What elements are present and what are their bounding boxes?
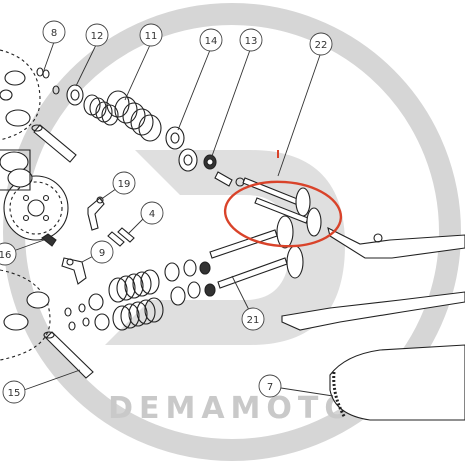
svg-text:14: 14 <box>205 36 218 47</box>
watermark-ring <box>3 3 461 461</box>
valve-intake-middle <box>209 215 294 259</box>
svg-text:21: 21 <box>247 315 260 326</box>
valve-keepers-bottom <box>64 303 90 331</box>
callout-14: 14 <box>199 28 223 52</box>
callout-13: 13 <box>239 28 263 52</box>
valve-exhaust-top <box>254 197 322 237</box>
callout-21: 21 <box>241 307 265 331</box>
camshaft <box>0 149 33 191</box>
cam-chain-guide-7 <box>329 344 465 421</box>
rocker-arm-lower-right <box>281 291 465 331</box>
callout-12: 12 <box>85 23 109 47</box>
valve-spring-inner-top <box>83 94 119 126</box>
svg-text:7: 7 <box>267 382 273 393</box>
callout-19: 19 <box>112 171 136 195</box>
valve-spring-bottom-upper <box>108 269 160 303</box>
callout-22: 22 <box>309 32 333 56</box>
dowel-pins-4 <box>107 227 135 247</box>
callout-8: 8 <box>42 20 66 44</box>
callout-11: 11 <box>139 23 163 47</box>
spring-retainer-top <box>66 84 84 106</box>
watermark-brand-text: DEMAMOTO <box>108 391 356 426</box>
svg-text:11: 11 <box>145 31 158 42</box>
rocker-arm-upper-right <box>327 226 465 259</box>
svg-text:13: 13 <box>245 36 258 47</box>
svg-text:15: 15 <box>8 388 21 399</box>
svg-text:12: 12 <box>91 31 104 42</box>
valve-stem-seals-bottom <box>199 261 216 297</box>
svg-text:22: 22 <box>315 40 328 51</box>
callout-4: 4 <box>140 201 164 225</box>
rocker-housing-bottom <box>0 269 51 361</box>
rocker-housing-top <box>0 49 41 141</box>
svg-text:8: 8 <box>51 28 57 39</box>
rocker-shaft-top <box>31 124 77 163</box>
svg-text:19: 19 <box>118 179 131 190</box>
valve-stem-seal-top <box>203 154 217 170</box>
spring-retainers-bottom <box>88 259 201 331</box>
rocker-shaft-bottom <box>43 331 94 379</box>
valve-keepers-top <box>36 67 60 95</box>
valve-exhaust-middle <box>217 245 304 289</box>
svg-text:16: 16 <box>0 250 11 261</box>
callout-15: 15 <box>2 380 26 404</box>
valve-spring-outer-top <box>106 90 162 142</box>
cam-sprocket <box>3 175 69 241</box>
spring-seat-top <box>165 126 185 150</box>
svg-text:4: 4 <box>149 209 155 220</box>
svg-text:9: 9 <box>99 248 105 259</box>
spring-washer-top <box>178 148 198 172</box>
tensioner-clip-16 <box>41 233 57 247</box>
valve-spring-bottom-lower <box>112 297 164 331</box>
callout-16: 16 <box>0 242 17 266</box>
rocker-adjuster-19 <box>87 196 105 231</box>
highlight-valve-22 <box>223 150 343 248</box>
callout-9: 9 <box>90 240 114 264</box>
callout-7: 7 <box>258 374 282 398</box>
